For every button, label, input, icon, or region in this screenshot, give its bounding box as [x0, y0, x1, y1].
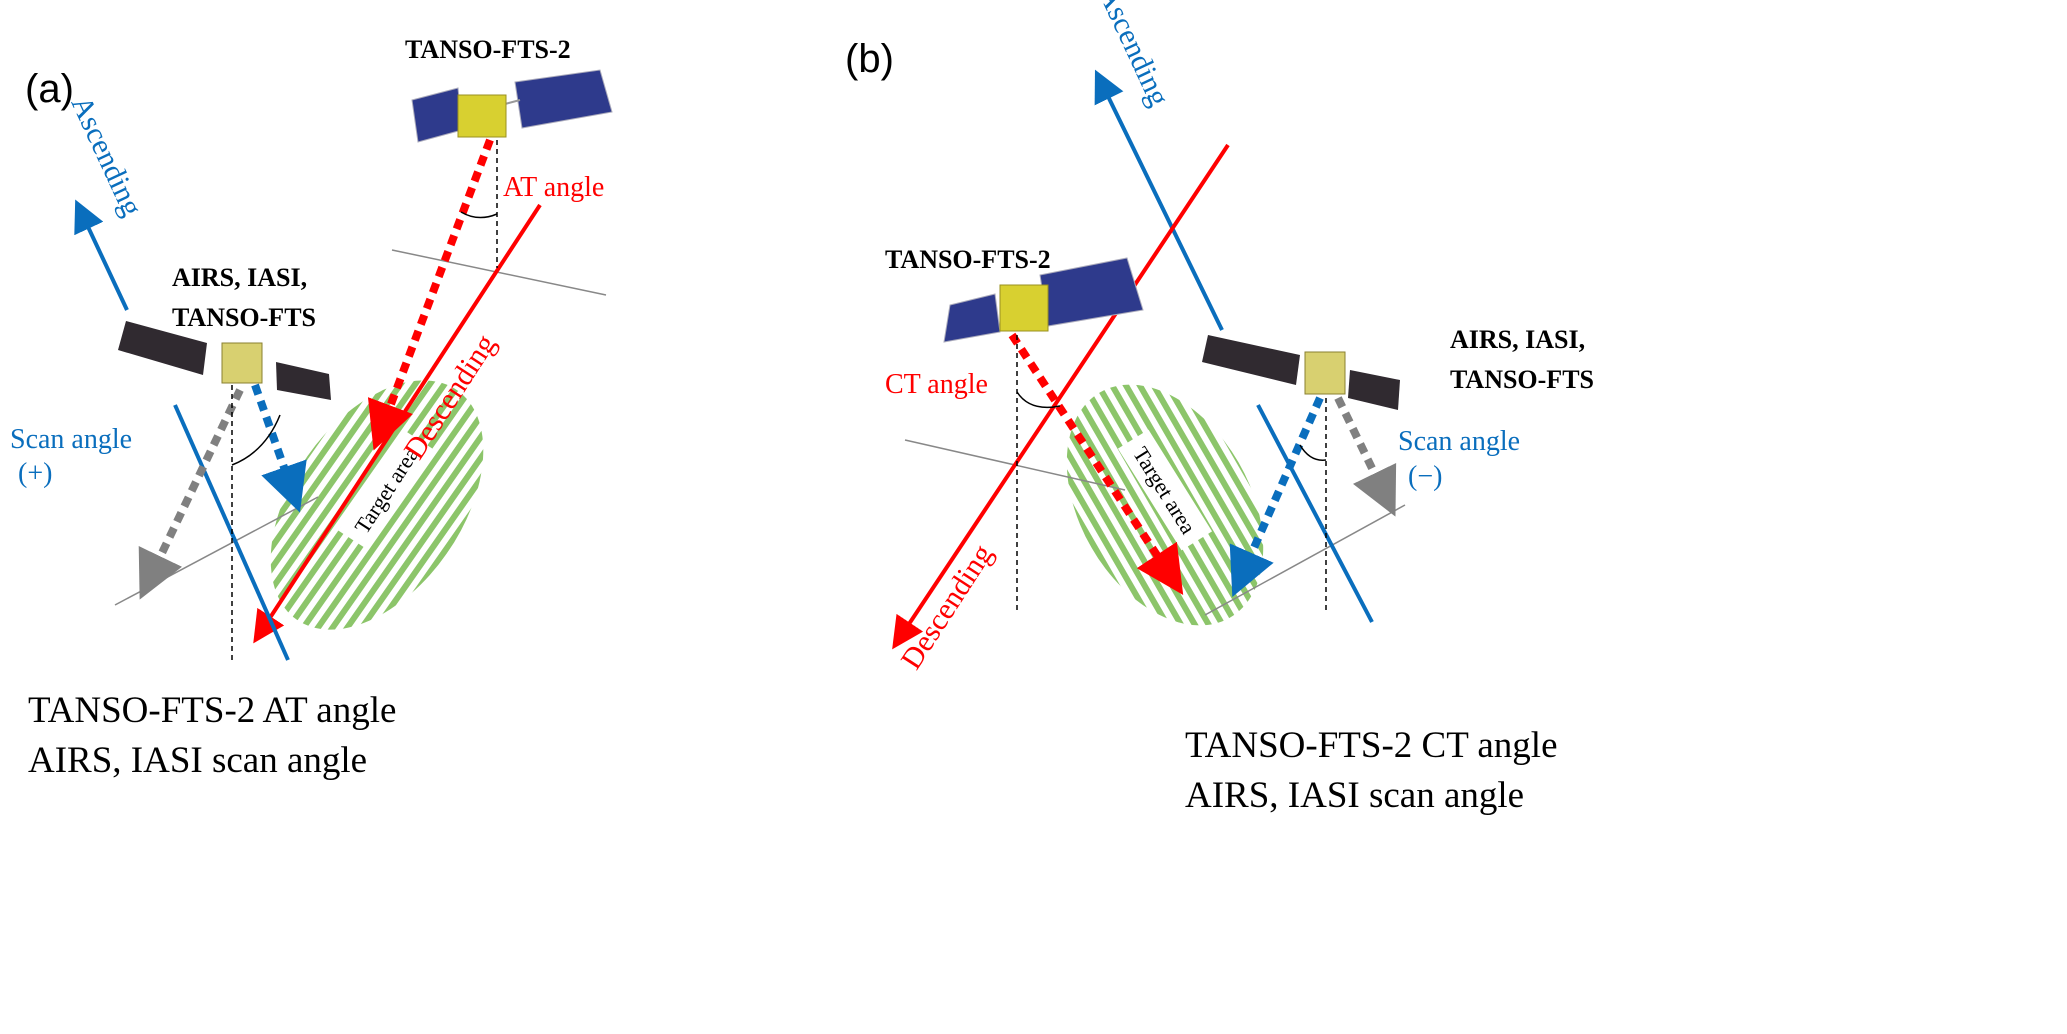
panel-a-label: (a): [25, 67, 74, 111]
airs-label-line2: TANSO-FTS: [172, 303, 316, 332]
at-angle-arc: [460, 211, 498, 219]
scan-angle-arc: [231, 414, 281, 466]
caption-line2: AIRS, IASI scan angle: [1185, 775, 1524, 816]
scan-angle-label: Scan angle: [10, 424, 132, 455]
airs-satellite-icon: [1202, 335, 1400, 410]
ground-line: [391, 249, 607, 296]
tanso-fts-2-satellite-icon: [943, 257, 1144, 343]
tanso-fts-2-label: TANSO-FTS-2: [885, 245, 1051, 274]
ascending-label: Ascending: [1092, 0, 1176, 111]
ascending-label: Ascending: [65, 91, 149, 221]
descending-label: Descending: [895, 538, 1000, 675]
ct-angle-arc: [1016, 391, 1061, 409]
grey-scan-line-of-sight: [1334, 396, 1397, 517]
airs-label-line1: AIRS, IASI,: [172, 263, 307, 292]
panel-b-label: (b): [845, 37, 894, 81]
scan-angle-label: Scan angle: [1398, 426, 1520, 457]
caption-line1: TANSO-FTS-2 AT angle: [28, 690, 396, 731]
descending-track-arrow: [892, 143, 1230, 650]
tanso-fts-2-satellite-icon: [411, 69, 613, 143]
grey-scan-line-of-sight: [138, 388, 244, 600]
airs-ground-track: [1256, 404, 1374, 623]
target-area-box: [338, 429, 434, 551]
blue-scan-line-of-sight: [251, 383, 307, 513]
caption-line2: AIRS, IASI scan angle: [28, 740, 367, 781]
airs-label-line1: AIRS, IASI,: [1450, 325, 1585, 354]
panel-a: (a) Target area Descending Ascending TAN…: [10, 35, 613, 781]
scan-angle-sign: (−): [1408, 461, 1442, 492]
tanso-fts-2-label: TANSO-FTS-2: [405, 35, 571, 64]
ascending-track-arrow: [1094, 69, 1224, 331]
target-area-box: [1117, 429, 1213, 551]
tanso-fts-2-line-of-sight: [367, 138, 494, 451]
airs-satellite-icon: [118, 321, 331, 400]
blue-scan-line-of-sight: [1229, 396, 1324, 597]
at-angle-label: AT angle: [503, 172, 604, 203]
scan-angle-arc: [1299, 444, 1327, 461]
scan-angle-sign: (+): [18, 458, 52, 489]
ct-angle-label: CT angle: [885, 369, 988, 400]
tanso-fts-2-line-of-sight: [1008, 332, 1184, 596]
ascending-track-arrow: [74, 199, 129, 311]
airs-label-line2: TANSO-FTS: [1450, 365, 1594, 394]
caption-line1: TANSO-FTS-2 CT angle: [1185, 725, 1558, 766]
